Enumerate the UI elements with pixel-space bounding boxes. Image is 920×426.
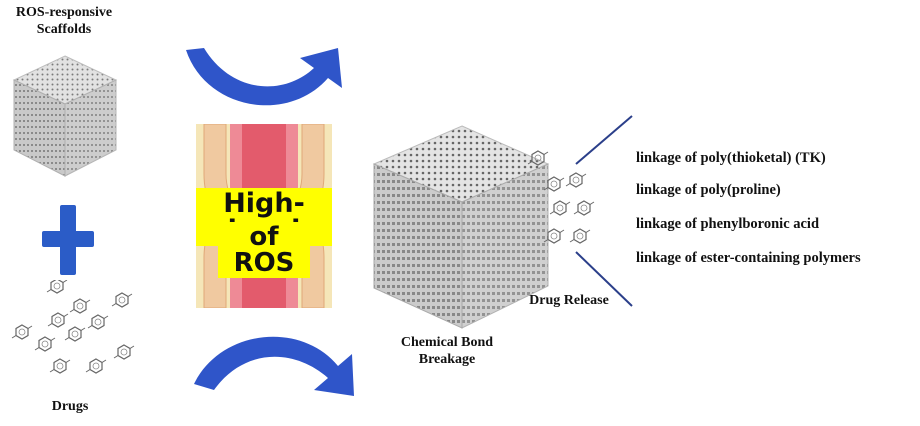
top-curved-arrow	[186, 48, 342, 106]
drug-molecule-icon	[87, 314, 109, 330]
drug-molecule-icon	[69, 298, 91, 314]
plus-icon	[42, 205, 94, 275]
drug-molecule-icon	[46, 280, 68, 294]
bond-breakage-label: Chemical Bond Breakage	[382, 334, 512, 368]
bond-breakage-line1: Chemical Bond	[400, 335, 494, 350]
large-scaffold-cube	[372, 125, 550, 329]
bond-breakage-line2: Breakage	[418, 352, 476, 367]
drug-molecules-group	[11, 280, 135, 374]
linkage-item-1: linkage of poly(thioketal) (TK)	[636, 150, 826, 166]
drug-molecule-icon	[47, 312, 69, 328]
drug-molecule-icon	[85, 358, 107, 374]
released-molecule-icon	[543, 228, 565, 244]
linkage-bracket	[575, 115, 633, 307]
released-molecule-icon	[527, 150, 549, 166]
drug-molecule-icon	[64, 326, 86, 342]
released-molecule-icon	[549, 200, 571, 216]
released-molecule-icon	[543, 176, 565, 192]
linkage-item-2: linkage of poly(proline)	[636, 182, 781, 198]
drug-release-label: Drug Release	[529, 293, 609, 308]
linkage-item-3: linkage of phenylboronic acid	[636, 216, 820, 232]
ros-label-line2: of ROS	[218, 222, 310, 278]
drug-molecule-icon	[113, 344, 135, 360]
linkage-item-4: linkage of ester-containing polymers	[636, 250, 861, 266]
drug-molecule-icon	[11, 324, 33, 340]
drug-molecule-icon	[49, 358, 71, 374]
small-scaffold-cube	[12, 55, 118, 177]
drugs-label: Drugs	[51, 399, 89, 414]
drug-molecule-icon	[34, 336, 56, 352]
scaffolds-label: ROS-responsive Scaffolds	[4, 4, 124, 38]
bottom-curved-arrow	[194, 336, 354, 396]
scaffolds-label-line2: Scaffolds	[36, 22, 92, 37]
drug-molecule-icon	[111, 292, 133, 308]
scaffolds-label-line1: ROS-responsive	[15, 5, 113, 20]
